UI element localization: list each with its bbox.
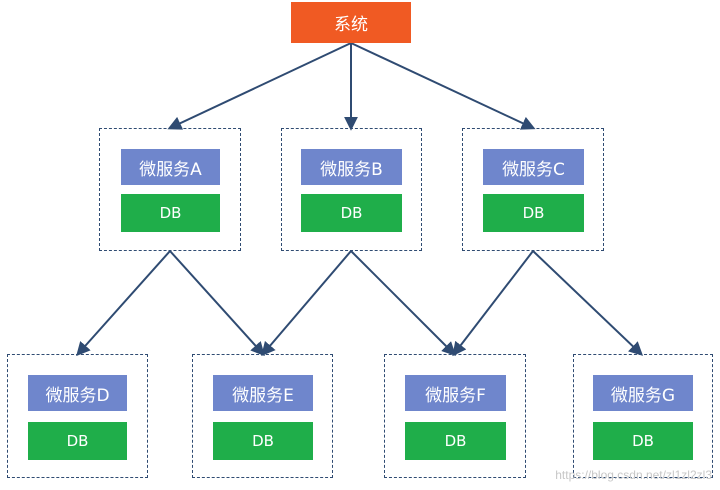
microservice-c-db-node: DB [483,194,584,232]
microservice-c-node: 微服务C [483,149,584,185]
microservice-d-label: 微服务D [45,385,110,406]
system-node: 系统 [291,2,411,43]
system-label: 系统 [334,15,368,35]
microservice-f-node: 微服务F [405,375,506,411]
microservice-c-group [462,128,604,251]
microservice-a-label: 微服务A [139,159,202,180]
microservice-f-label: 微服务F [425,385,486,406]
microservice-a-group [99,128,241,251]
connection-b-to-e [261,250,352,357]
watermark-text: https://blog.csdn.net/zl1zl2zl3 [555,468,712,482]
microservice-g-db-node: DB [593,422,693,460]
connection-root-to-c [350,42,536,130]
microservice-g-group [573,354,713,478]
microservice-g-label: 微服务G [610,385,676,406]
microservice-c-label: 微服务C [502,159,565,180]
connection-c-to-g [532,250,644,356]
connection-c-to-f [452,250,534,357]
microservice-e-group [192,354,333,478]
microservice-a-db-label: DB [159,204,182,222]
microservice-a-db-node: DB [121,194,220,232]
microservice-b-db-node: DB [301,194,402,232]
microservice-g-db-label: DB [632,432,654,450]
microservice-e-db-node: DB [213,422,313,460]
microservice-a-node: 微服务A [121,149,220,185]
microservice-d-db-node: DB [28,422,127,460]
microservice-b-db-label: DB [340,204,363,222]
microservice-e-node: 微服务E [213,375,313,411]
microservice-e-label: 微服务E [232,385,294,406]
microservice-c-db-label: DB [522,204,545,222]
microservice-b-node: 微服务B [301,149,402,185]
microservice-f-db-node: DB [405,422,506,460]
connection-a-to-d [76,250,171,357]
microservice-d-db-label: DB [66,432,89,450]
connection-root-to-a [167,42,352,130]
connection-b-to-f [350,250,456,356]
microservice-b-group [281,128,422,251]
connection-a-to-e [169,250,265,357]
microservice-e-db-label: DB [252,432,274,450]
microservice-f-db-label: DB [444,432,467,450]
microservice-b-label: 微服务B [320,159,383,180]
microservice-d-node: 微服务D [28,375,127,411]
microservice-f-group [384,354,526,478]
microservice-d-group [7,354,148,478]
microservice-g-node: 微服务G [593,375,693,411]
